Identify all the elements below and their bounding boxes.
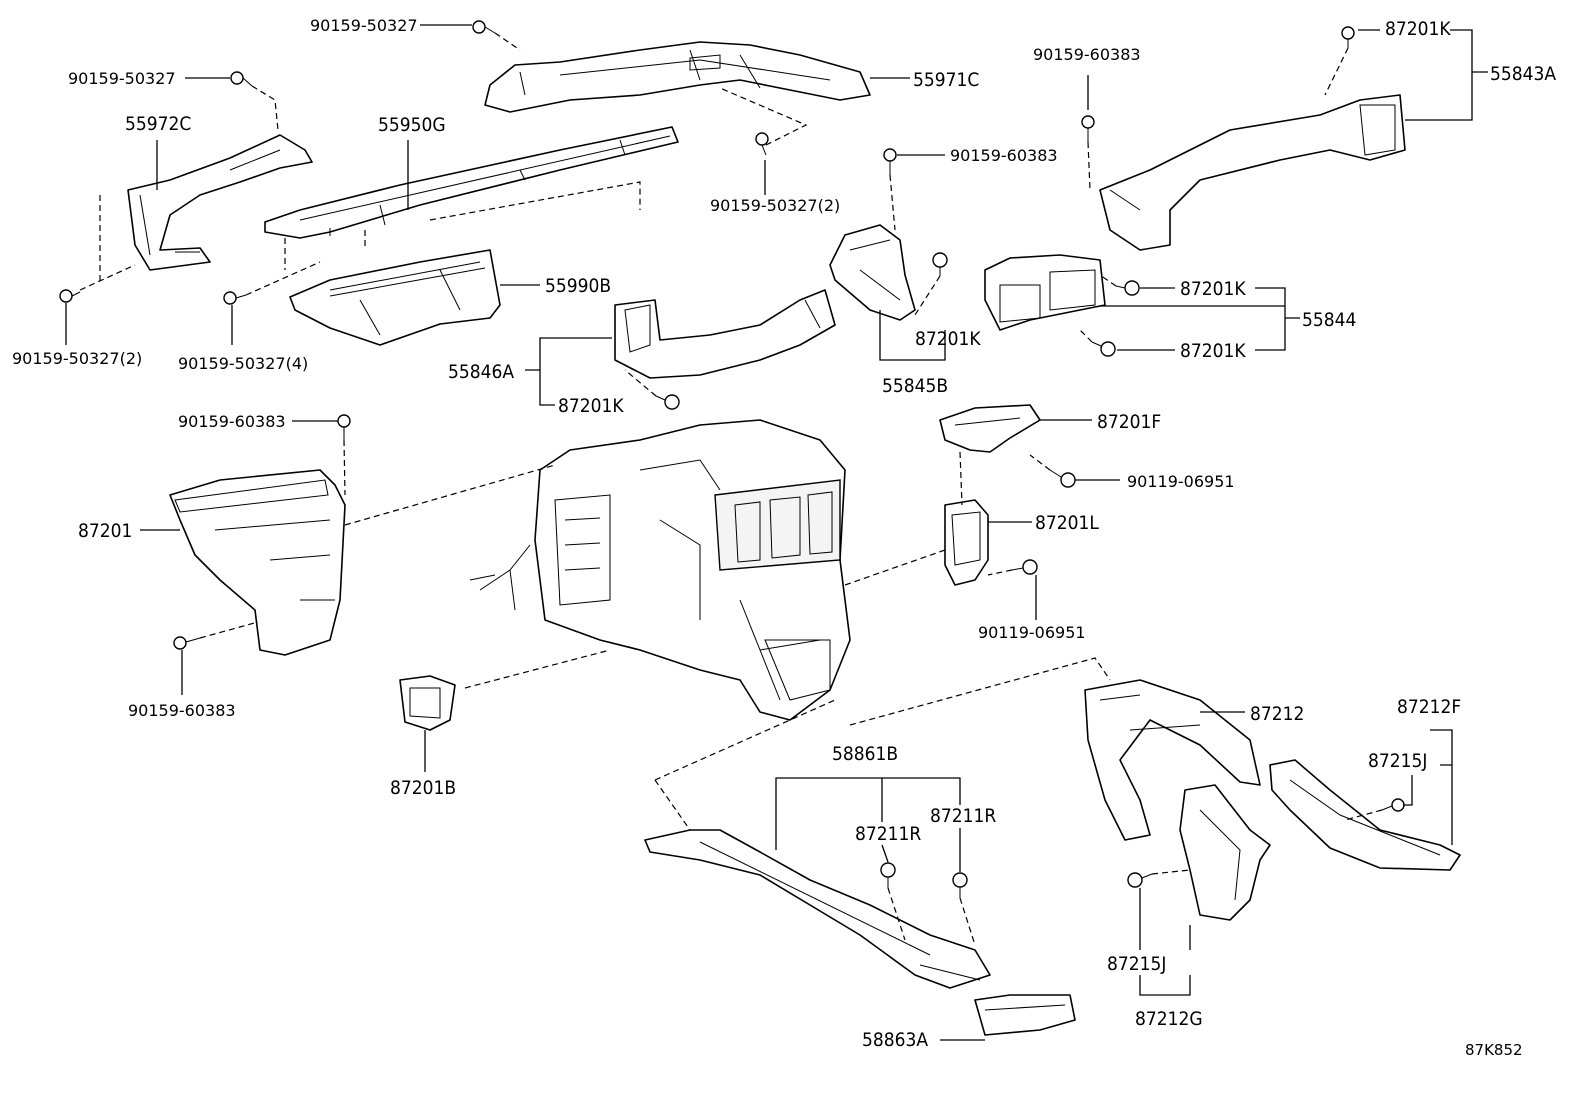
part-87201b (399, 675, 456, 731)
dashed-guide-lines (79, 32, 1383, 946)
label-58861b: 58861B (832, 743, 898, 765)
case-87201 (169, 469, 346, 656)
duct-87212g (1179, 784, 1271, 921)
panel-55990b (289, 249, 501, 346)
label-90159-50327-2-left: 90159-50327(2) (12, 349, 142, 368)
label-55846a: 55846A (448, 361, 514, 383)
label-87201k-55846a: 87201K (558, 395, 624, 417)
label-87201b: 87201B (390, 777, 456, 799)
label-87201k-55844-b: 87201K (1180, 340, 1246, 362)
label-55950g: 55950G (378, 114, 446, 136)
duct-87212f (1269, 759, 1461, 871)
label-87201k-top: 87201K (1385, 18, 1451, 40)
actuator-87201l (944, 499, 989, 586)
label-87215j-bottom: 87215J (1107, 953, 1166, 975)
duct-87212 (1084, 679, 1261, 841)
leader-lines (65, 24, 1488, 1041)
label-55990b: 55990B (545, 275, 611, 297)
hvac-unit (469, 419, 851, 721)
label-87212g: 87212G (1135, 1008, 1203, 1030)
label-87201k-55845b: 87201K (915, 328, 981, 350)
duct-55972c (127, 134, 313, 271)
label-55971c: 55971C (913, 69, 979, 91)
label-87211r-b: 87211R (930, 805, 996, 827)
label-87201l: 87201L (1035, 512, 1099, 534)
duct-55845b (829, 224, 916, 321)
label-87212f: 87212F (1397, 696, 1461, 718)
label-90159-60383-left-bottom: 90159-60383 (128, 701, 236, 720)
label-87201k-55844-a: 87201K (1180, 278, 1246, 300)
duct-55846a (614, 289, 836, 379)
diagram-reference-code: 87K852 (1465, 1041, 1523, 1059)
label-58863a: 58863A (862, 1029, 928, 1051)
label-87215j-right: 87215J (1368, 750, 1427, 772)
label-87201f: 87201F (1097, 411, 1161, 433)
label-55972c: 55972C (125, 113, 191, 135)
panel-55950g (264, 126, 679, 239)
label-90159-50327-2-mid: 90159-50327(2) (710, 196, 840, 215)
bolt-icon (59, 20, 1405, 898)
bracket-87201f (939, 404, 1041, 453)
duct-55843a (1099, 94, 1406, 251)
label-90159-60383-center: 90159-60383 (950, 146, 1058, 165)
label-90159-50327-4: 90159-50327(4) (178, 354, 308, 373)
duct-55971c (484, 41, 871, 113)
label-87201: 87201 (78, 520, 132, 542)
label-55845b: 55845B (882, 375, 948, 397)
label-90159-50327-left: 90159-50327 (68, 69, 176, 88)
part-58863a (974, 994, 1076, 1036)
label-87212: 87212 (1250, 703, 1304, 725)
label-55843a: 55843A (1490, 63, 1556, 85)
vent-55844 (984, 254, 1106, 331)
label-90119-06951-a: 90119-06951 (1127, 472, 1235, 491)
duct-58861b (644, 829, 991, 989)
label-90159-60383-left-top: 90159-60383 (178, 412, 286, 431)
label-90159-50327-top: 90159-50327 (310, 16, 418, 35)
label-87211r-a: 87211R (855, 823, 921, 845)
label-55844: 55844 (1302, 309, 1356, 331)
label-90119-06951-b: 90119-06951 (978, 623, 1086, 642)
label-90159-60383-right: 90159-60383 (1033, 45, 1141, 64)
